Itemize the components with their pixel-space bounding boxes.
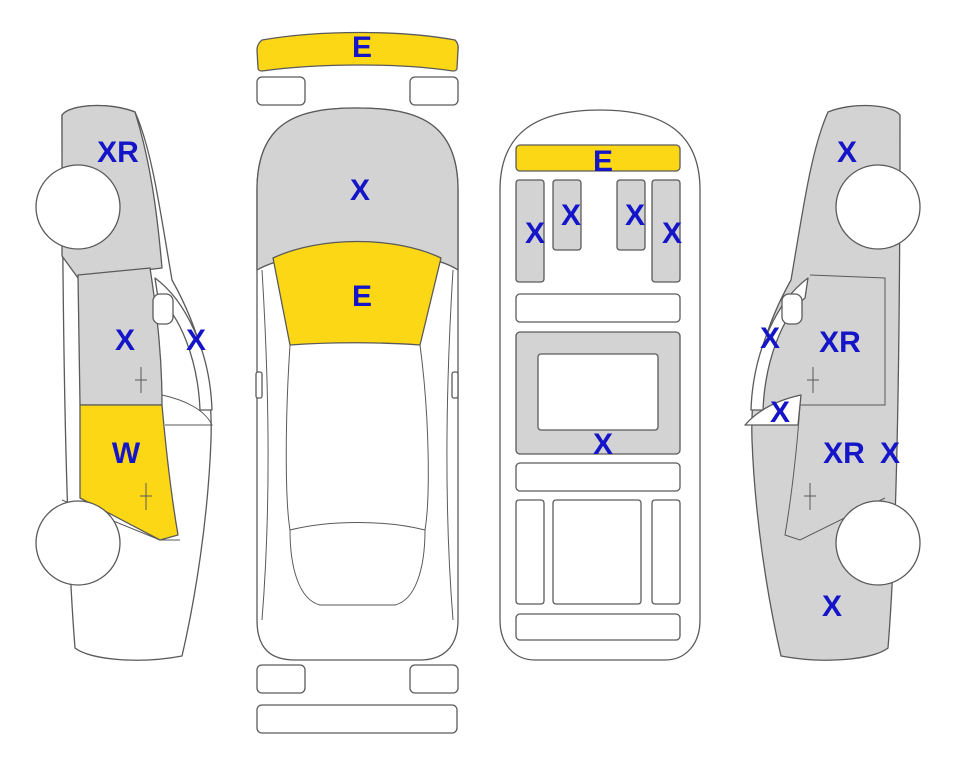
right-mirror (781, 293, 803, 325)
top-front-bumper (256, 31, 459, 72)
right-door-seam-lower (784, 404, 886, 541)
left-rear-wheel (35, 500, 121, 586)
left-front-door-handle (135, 367, 147, 393)
label-right-mirror: X (770, 396, 790, 429)
interior-rear-left (515, 499, 545, 605)
interior-console-bar (515, 293, 681, 323)
interior-rear-bar (515, 462, 681, 492)
left-side-view (35, 104, 213, 661)
label-top-hood: X (350, 174, 370, 207)
label-left-rear-door: W (112, 437, 141, 470)
label-right-rear-pillar: X (880, 437, 900, 470)
label-right-front-door: XR (819, 326, 861, 359)
interior-view (499, 109, 701, 661)
left-glass-line (161, 394, 213, 426)
label-right-rear-quarter: X (822, 590, 842, 623)
top-rear-bumper (256, 704, 458, 734)
top-windshield (272, 240, 442, 346)
label-interior-seat-2: X (561, 199, 581, 232)
interior-seat-2 (552, 179, 582, 251)
label-left-a-pillar: X (186, 324, 206, 357)
interior-floor-inner (537, 353, 659, 431)
label-top-windshield: E (352, 280, 372, 313)
interior-seat-3 (616, 179, 646, 251)
label-left-front-door: X (115, 324, 135, 357)
left-mirror (152, 293, 174, 325)
interior-trunk-bar (515, 613, 681, 641)
right-door-seam-upper (800, 274, 886, 406)
damage-labels: XR X X W E X E E X X X X X X X XR X XR X… (97, 31, 900, 623)
right-rear-wheel (835, 500, 921, 586)
left-rear-door-handle (140, 483, 152, 510)
top-left-mirror (255, 371, 263, 399)
label-interior-seat-4: X (662, 217, 682, 250)
top-right-mirror (451, 371, 459, 399)
top-rear-light-left (256, 664, 306, 694)
top-left-contour (261, 269, 269, 621)
label-interior-floor: X (593, 428, 613, 461)
label-right-rear-door: XR (823, 437, 865, 470)
top-front-light-left (256, 76, 306, 106)
label-interior-seat-1: X (525, 217, 545, 250)
left-a-pillar (154, 277, 213, 411)
left-rear-door-panel (79, 404, 179, 541)
right-glass (744, 394, 802, 426)
right-side-view (744, 104, 921, 661)
right-front-door-handle (807, 367, 819, 393)
right-front-wheel (835, 164, 921, 250)
label-top-front-bumper: E (352, 31, 372, 64)
top-right-contour (446, 269, 454, 621)
interior-dashboard (515, 144, 681, 172)
right-rear-door-handle (804, 483, 816, 510)
label-interior-seat-3: X (625, 199, 645, 232)
left-front-wheel (35, 164, 121, 250)
top-roof-outline (285, 344, 429, 531)
label-right-pillar: X (760, 322, 780, 355)
interior-seat-4 (651, 179, 681, 283)
label-right-front-fender: X (837, 136, 857, 169)
top-rear-window (289, 529, 426, 606)
interior-seat-1 (515, 179, 545, 283)
top-view (255, 31, 459, 734)
interior-rear-center (552, 499, 642, 605)
label-interior-dashboard: E (593, 145, 613, 178)
top-rear-light-right (409, 664, 459, 694)
interior-rear-right (651, 499, 681, 605)
label-left-front-fender: XR (97, 136, 139, 169)
top-front-light-right (409, 76, 459, 106)
